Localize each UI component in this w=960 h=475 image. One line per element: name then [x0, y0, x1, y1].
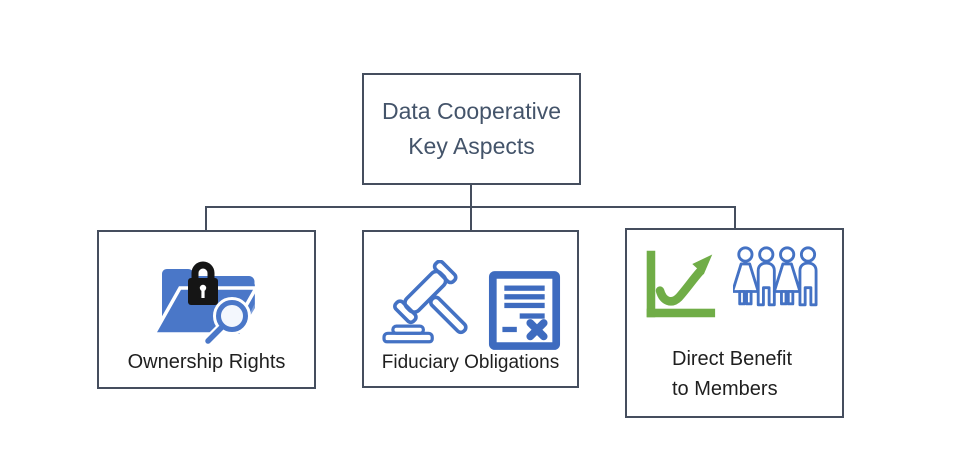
node-direct-benefit: Direct Benefit to Members — [625, 228, 844, 418]
folder-lock-search-icon — [151, 261, 259, 347]
icon-row — [151, 244, 262, 348]
root-node-title: Data Cooperative Key Aspects — [382, 98, 561, 159]
growth-chart-icon — [646, 250, 716, 318]
node-label: Direct Benefit to Members — [672, 348, 793, 400]
node-label: Fiduciary Obligations — [381, 352, 560, 373]
connector-drop-left — [205, 207, 207, 231]
node-label: Ownership Rights — [127, 351, 286, 373]
icon-row — [380, 260, 561, 352]
root-node: Data Cooperative Key Aspects — [362, 73, 581, 185]
connector-root-stub — [470, 184, 472, 208]
gavel-icon — [382, 260, 468, 344]
icon-row — [641, 245, 828, 323]
connector-drop-middle — [470, 207, 472, 231]
contract-document-icon — [488, 271, 561, 350]
members-group-icon — [733, 246, 818, 307]
connector-drop-right — [734, 207, 736, 229]
node-fiduciary-obligations: Fiduciary Obligations — [362, 230, 579, 388]
node-ownership-rights: Ownership Rights — [97, 230, 316, 389]
